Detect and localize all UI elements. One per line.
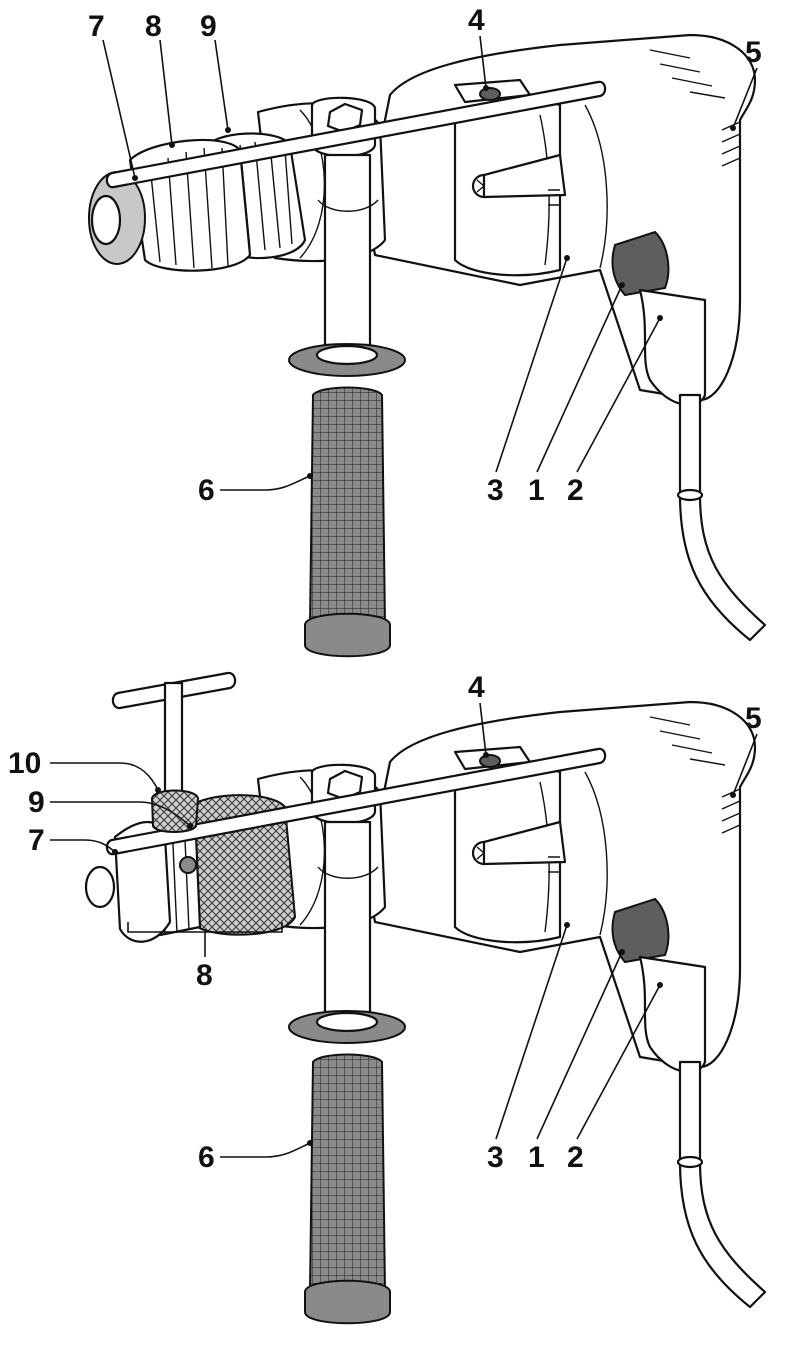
callout-3-bottom: 3 bbox=[487, 1141, 504, 1174]
callout-2-top: 2 bbox=[567, 474, 584, 507]
callouts-bottom: 10 9 7 4 5 8 6 3 1 2 bbox=[8, 671, 762, 1174]
callout-8-bottom: 8 bbox=[196, 959, 213, 992]
callout-8-top: 8 bbox=[145, 10, 162, 43]
callout-9-top: 9 bbox=[200, 10, 217, 43]
callout-7-top: 7 bbox=[88, 10, 105, 43]
callouts-top: 7 8 9 4 5 6 3 1 2 bbox=[88, 4, 762, 507]
drill-figure-bottom bbox=[84, 671, 767, 1325]
drill-figure-top bbox=[88, 33, 767, 658]
callout-10-bottom: 10 bbox=[8, 747, 41, 780]
callout-6-top: 6 bbox=[198, 474, 215, 507]
callout-4-bottom: 4 bbox=[468, 671, 485, 704]
callout-5-top: 5 bbox=[745, 36, 762, 69]
callout-7-bottom: 7 bbox=[28, 824, 45, 857]
chuck-key bbox=[111, 671, 237, 833]
callout-5-bottom: 5 bbox=[745, 702, 762, 735]
callout-9-bottom: 9 bbox=[28, 786, 45, 819]
callout-1-bottom: 1 bbox=[528, 1141, 545, 1174]
callout-6-bottom: 6 bbox=[198, 1141, 215, 1174]
callout-1-top: 1 bbox=[528, 474, 545, 507]
callout-2-bottom: 2 bbox=[567, 1141, 584, 1174]
callout-4-top: 4 bbox=[468, 4, 485, 37]
callout-3-top: 3 bbox=[487, 474, 504, 507]
